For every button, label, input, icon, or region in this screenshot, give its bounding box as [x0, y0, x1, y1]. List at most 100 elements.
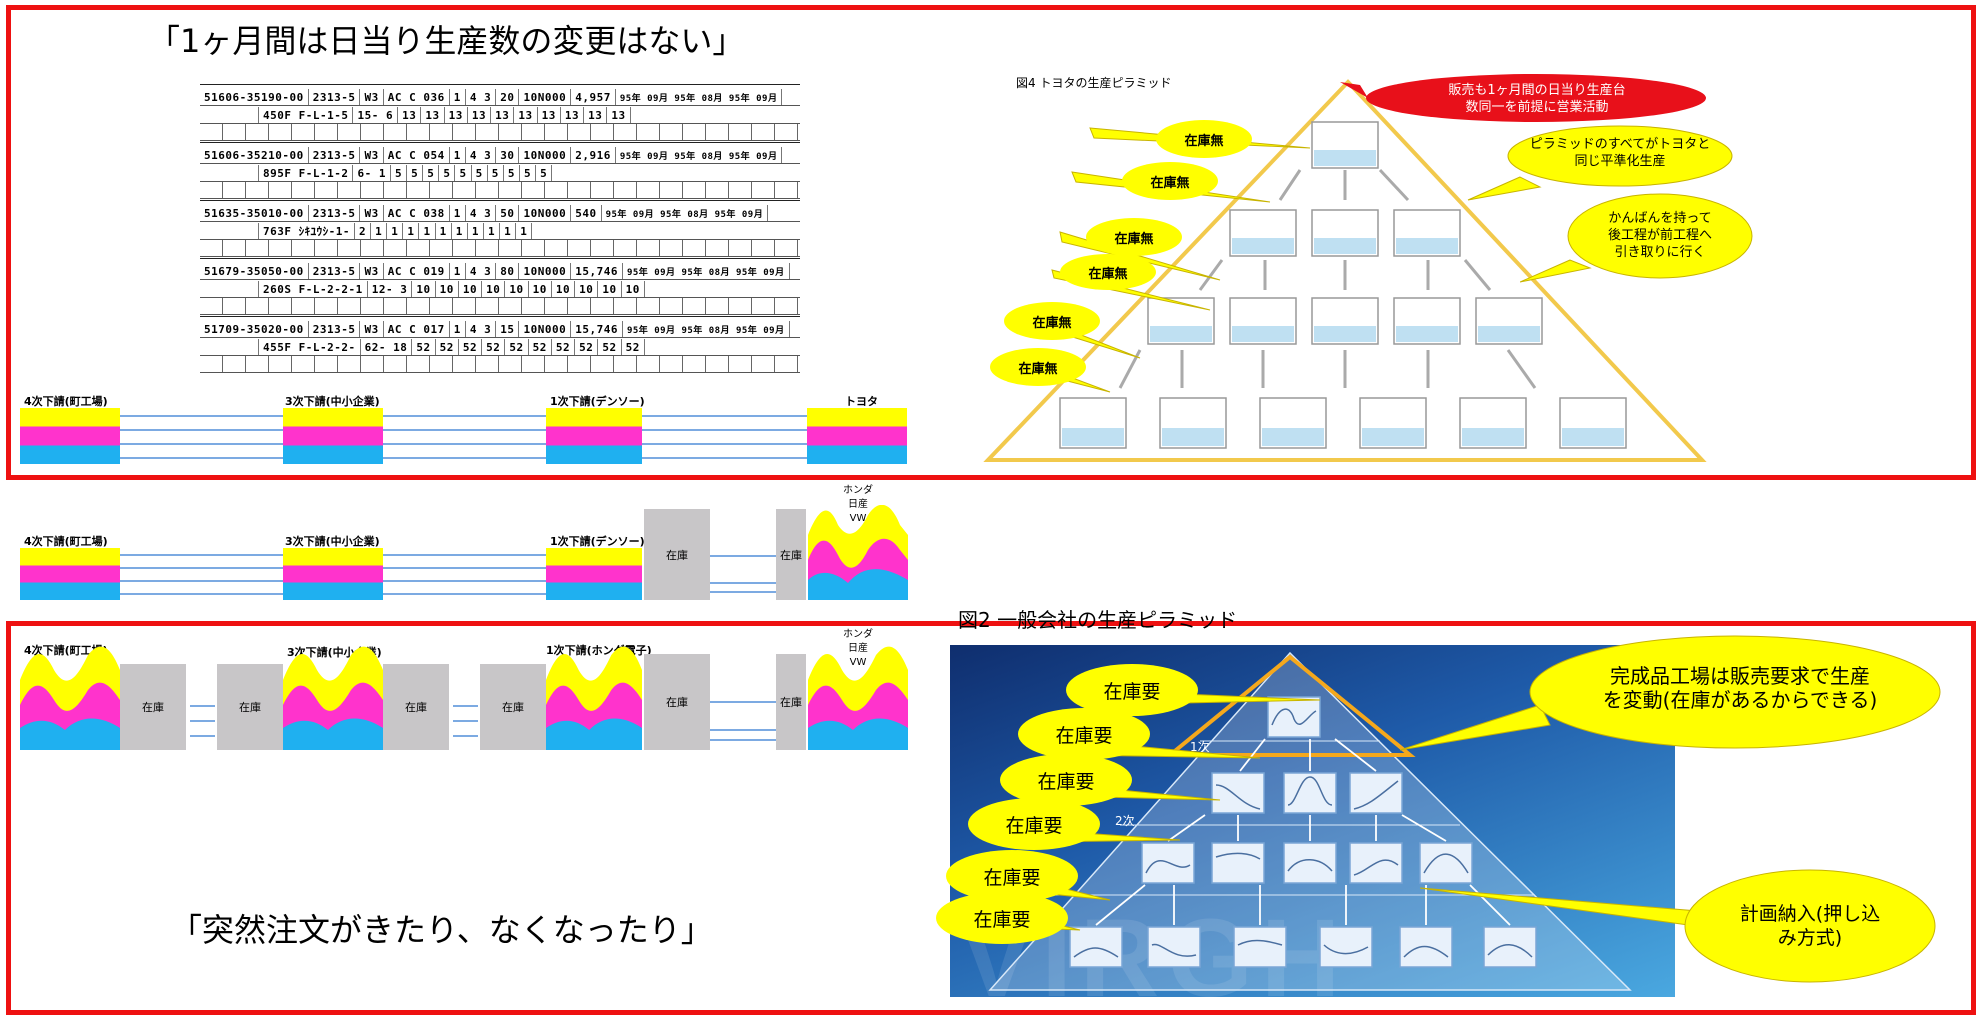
kanban-sched: 5: [439, 165, 456, 181]
kanban-sched-b: 1: [500, 223, 517, 239]
kanban-sched-b: 1: [484, 223, 501, 239]
kanban-sched: 1: [436, 223, 452, 239]
kanban-sched: 1: [387, 223, 404, 239]
chain2-maker-wave: [808, 505, 908, 600]
kanban-sched: 5: [423, 165, 440, 181]
stock-none-3: 在庫無: [1086, 218, 1182, 256]
kanban-b: 4 3: [466, 147, 497, 163]
kanban-form-grid: [200, 356, 800, 373]
kanban-sched: 13: [491, 107, 515, 123]
chain1-label-toyota: トヨタ: [845, 395, 878, 408]
kanban-spacer: [200, 281, 259, 297]
kanban-form-grid: [200, 124, 800, 141]
kanban-code: 2313-5: [309, 205, 361, 221]
kanban-spacer: [200, 165, 259, 181]
kanban-ws: W3: [360, 147, 384, 163]
kanban-line: AC C 036: [384, 89, 450, 105]
stock-none-2: 在庫無: [1122, 162, 1218, 200]
chain1-block-1st: [546, 408, 642, 464]
kanban-min: 2: [355, 223, 372, 239]
kanban-grid-cells: [200, 240, 800, 256]
kanban-ws: W3: [360, 321, 384, 337]
general-pyramid-diagram: 1次 2次: [988, 651, 1632, 991]
kanban-sched-b: 10: [575, 281, 599, 297]
kanban-min: 62- 18: [361, 339, 413, 355]
fig4-title: 図4 トヨタの生産ピラミッド: [1016, 76, 1172, 90]
kanban-b: 4 3: [466, 89, 497, 105]
kanban-id: 10N000: [519, 147, 572, 163]
fig2-title: 図2 一般会社の生産ピラミッド: [958, 608, 1238, 632]
kanban-grid-cells: [200, 182, 800, 198]
kanban-sched: 10: [482, 281, 506, 297]
kanban-sched: 1: [371, 223, 388, 239]
kanban-callout: かんばんを持って 後工程が前工程へ 引き取りに行く: [1607, 211, 1712, 260]
chain3-inventory-4: 在庫: [480, 664, 546, 750]
kanban-sched-b: 10: [552, 281, 576, 297]
kanban-sched-b: 1: [452, 223, 468, 239]
kanban-part-number: 51606-35190-00: [200, 89, 309, 105]
kanban-sched-b: 10: [598, 281, 622, 297]
kanban-sched: 10: [412, 281, 436, 297]
kanban-part-number: 51679-35050-00: [200, 263, 309, 279]
bottom-frame: [6, 621, 1976, 1015]
kanban-form-header: 95年 09月 95年 08月 95年 09月: [616, 147, 783, 163]
chain1-block-3rd: [283, 408, 383, 464]
chain2-inventory-a: 在庫: [644, 509, 710, 600]
kanban-min: 6- 1: [353, 165, 391, 181]
kanban-name: 895F F-L-1-2: [259, 165, 354, 181]
kanban-name: 450F F-L-1-5: [259, 107, 354, 123]
kanban-sched: 5: [407, 165, 424, 181]
kanban-sched-b: 52: [575, 339, 599, 355]
kanban-ws: W3: [360, 205, 384, 221]
stock-none-5: 在庫無: [1004, 302, 1100, 340]
chain1-arrows: [120, 415, 807, 459]
kanban-sched: 10: [505, 281, 529, 297]
kanban-name: 763F ｼｷﾕｳｼ-1-: [259, 223, 355, 239]
kanban-qty: 4,957: [571, 89, 616, 105]
stock-none-1: 在庫無: [1156, 120, 1252, 158]
headline-top: 「1ヶ月間は日当り生産数の変更はない」: [148, 22, 745, 60]
kanban-ws: W3: [360, 263, 384, 279]
kanban-form-grid: [200, 298, 800, 315]
kanban-min: 12- 3: [368, 281, 413, 297]
kanban-sched: 13: [398, 107, 422, 123]
stock-needed-2: 在庫要: [1018, 708, 1150, 760]
kanban-sched-b: 5: [536, 165, 553, 181]
kanban-qty: 540: [571, 205, 602, 221]
kanban-sched-b: 5: [472, 165, 488, 181]
kanban-sched-b: 13: [561, 107, 585, 123]
kanban-callout-shape: [1520, 193, 1753, 283]
kanban-sched-b: 13: [607, 107, 631, 123]
chain1-block-toyota: [807, 408, 907, 464]
kanban-sched-b: 5: [504, 165, 520, 181]
kanban-c: 20: [496, 89, 520, 105]
kanban-sched: 13: [445, 107, 468, 123]
kanban-form-header: 95年 09月 95年 08月 95年 09月: [602, 205, 769, 221]
stock-needed-6: 在庫要: [936, 892, 1068, 944]
stock-needed-4: 在庫要: [968, 798, 1100, 850]
kanban-sched-b: 52: [622, 339, 645, 355]
kanban-a: 1: [450, 89, 466, 105]
kanban-sched-b: 52: [529, 339, 552, 355]
kanban-grid-cells: [200, 124, 800, 140]
kanban-sched-b: 13: [584, 107, 608, 123]
kanban-spacer: [200, 107, 259, 123]
kanban-id: 10N000: [519, 89, 572, 105]
chain2-block-3rd: [283, 548, 383, 600]
chain3-maker-label: ホンダ 日産 VW: [843, 629, 873, 668]
kanban-line: AC C 054: [384, 147, 450, 163]
kanban-sched-b: 10: [622, 281, 645, 297]
chain3-inventory-3: 在庫: [383, 664, 449, 750]
chain3-inventory-5: 在庫: [644, 654, 710, 750]
kanban-sched-b: 13: [538, 107, 561, 123]
kanban-c: 15: [496, 321, 520, 337]
kanban-sched: 10: [436, 281, 459, 297]
sales-callout-shape: [1340, 74, 1706, 122]
kanban-qty: 15,746: [571, 321, 623, 337]
